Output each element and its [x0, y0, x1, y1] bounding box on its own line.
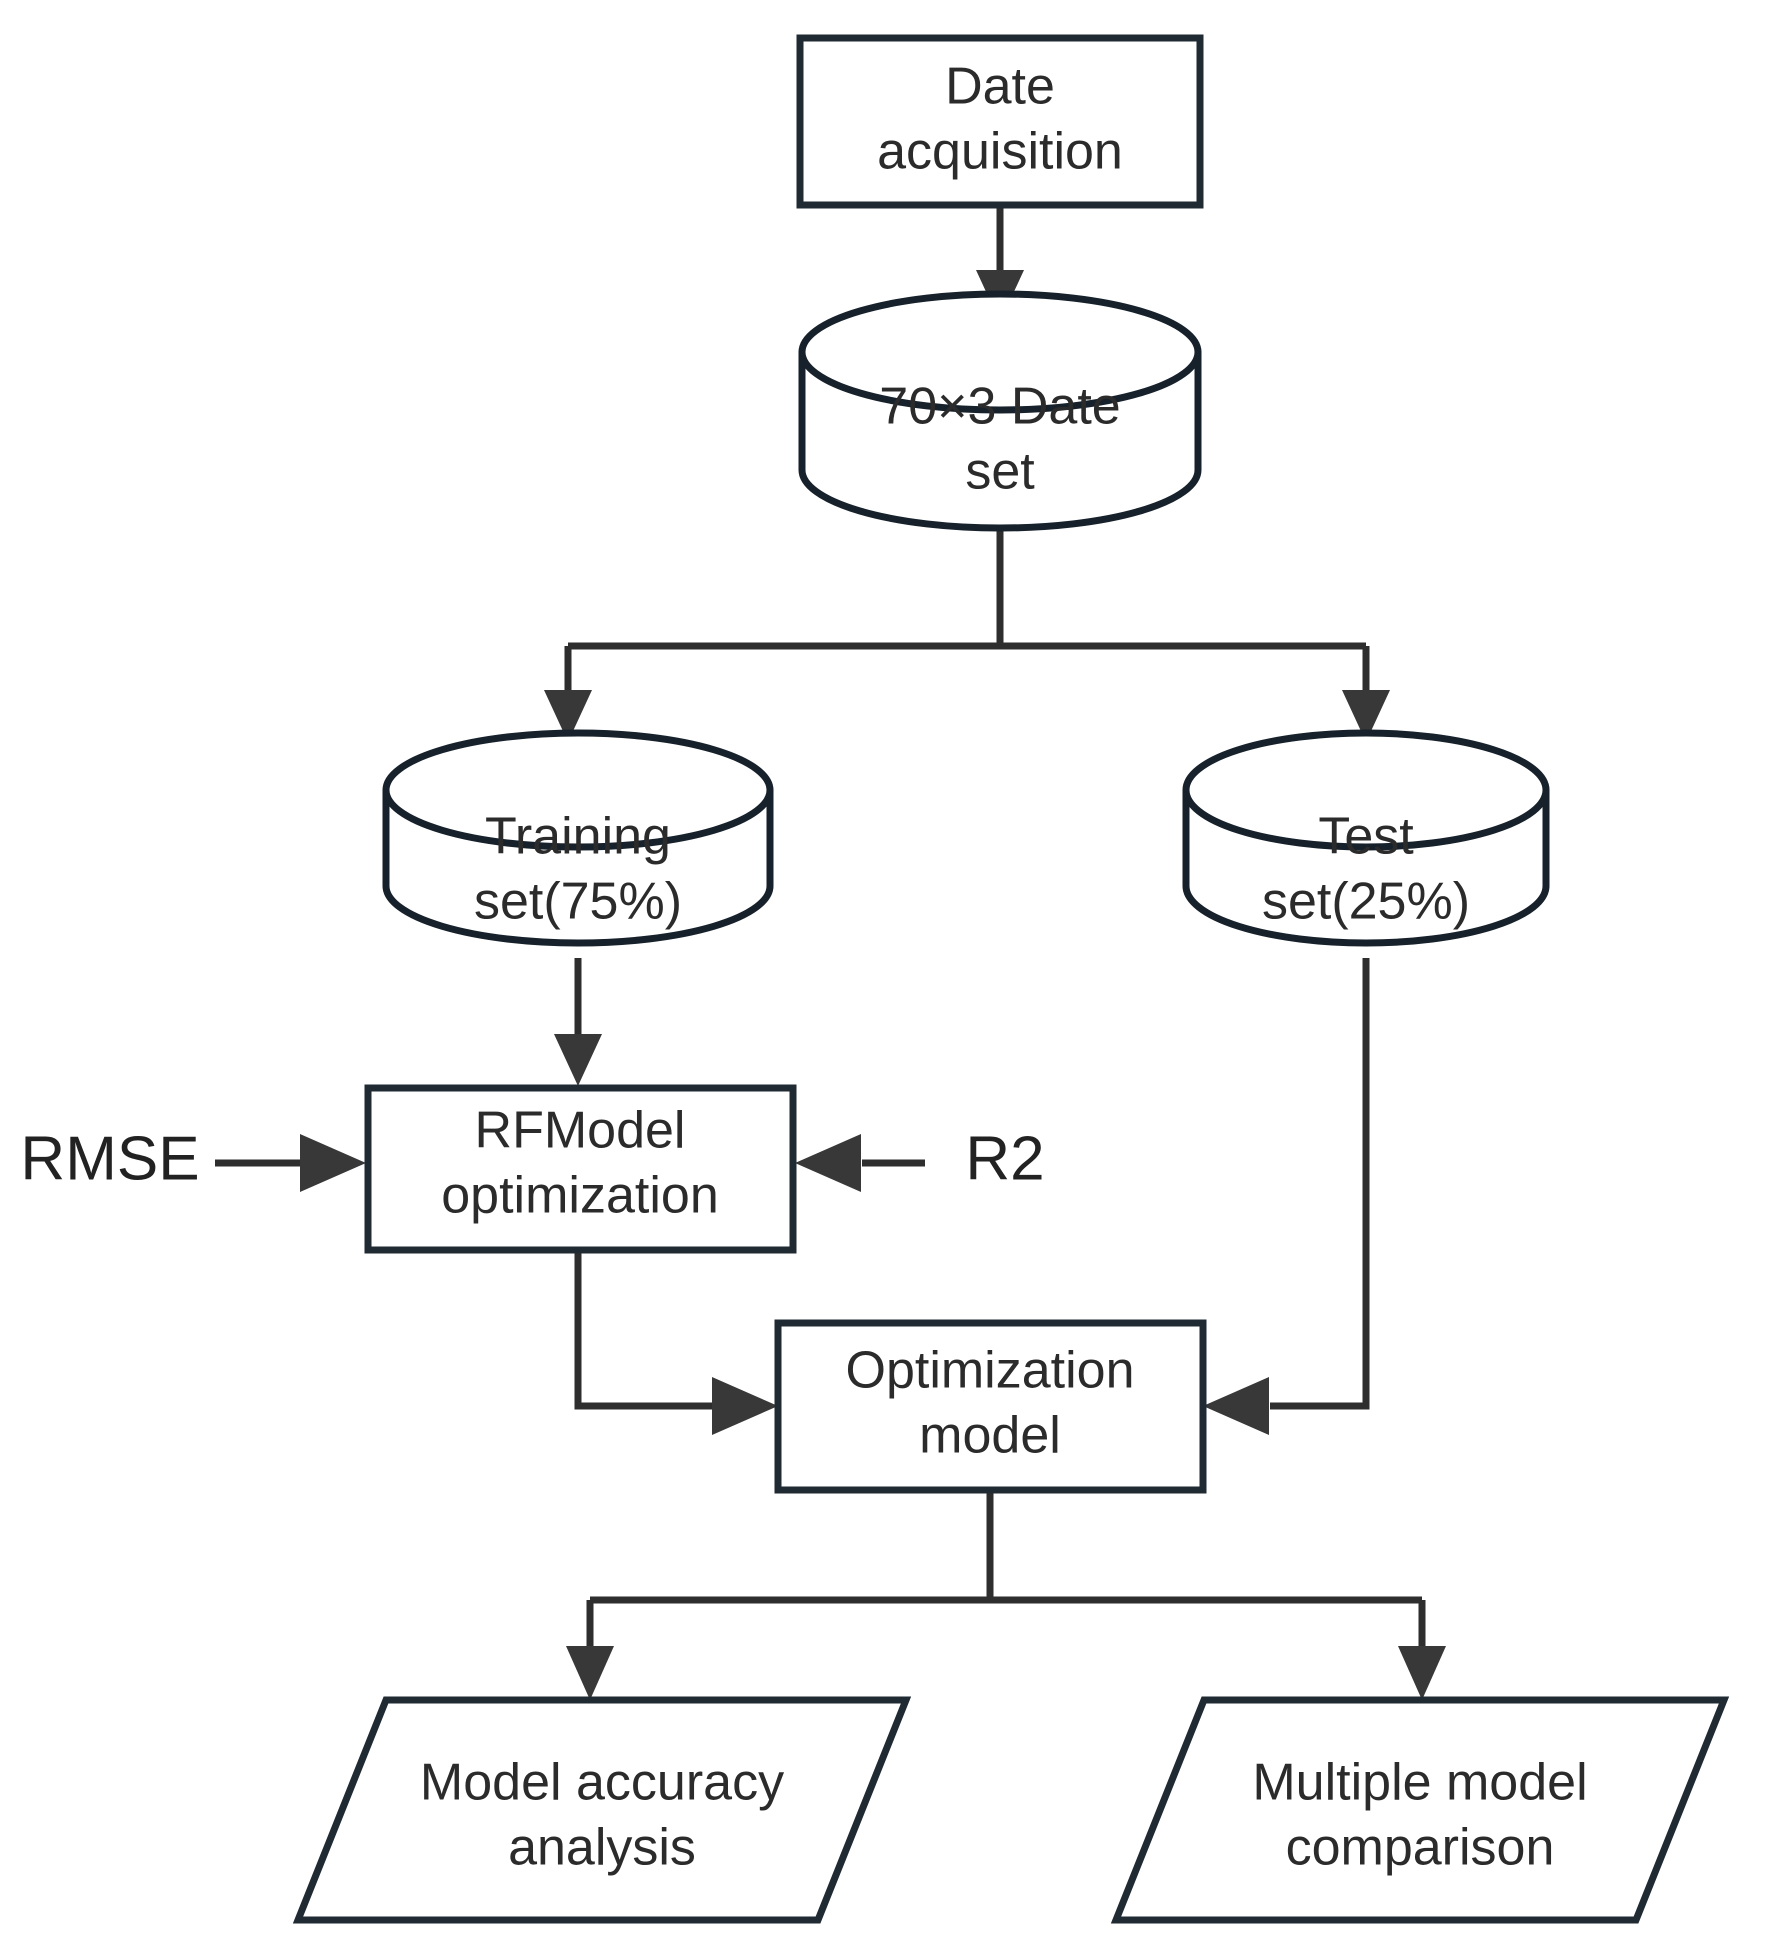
node-accuracy-analysis-line2: analysis [508, 1819, 696, 1877]
node-test-set-line1: Test [1318, 808, 1414, 866]
edge-dataset-to-test [1342, 690, 1390, 742]
node-accuracy-analysis-line1: Model accuracy [420, 1754, 784, 1812]
connector-layer [215, 205, 1446, 1700]
edge-dataset-split [564, 528, 1370, 694]
edge-optimization-split [586, 1490, 1426, 1650]
label-r2: R2 [965, 1124, 1044, 1193]
node-training-set-line1: Training [485, 808, 671, 866]
node-test-set-line2: set(25%) [1262, 873, 1470, 931]
node-model-comparison-line2: comparison [1286, 1819, 1555, 1877]
node-test-set[interactable]: Test set(25%) [1182, 729, 1550, 947]
node-model-comparison[interactable]: Multiple model comparison [1110, 1696, 1730, 1924]
node-model-comparison-line1: Multiple model [1252, 1754, 1587, 1812]
node-rf-model-line1: RFModel [475, 1102, 686, 1160]
node-dataset-line1: 70×3 Date [879, 378, 1120, 436]
node-training-set[interactable]: Training set(75%) [382, 729, 774, 947]
node-accuracy-analysis[interactable]: Model accuracy analysis [292, 1696, 912, 1924]
node-dataset[interactable]: 70×3 Date set [798, 290, 1202, 532]
node-data-acquisition-line2: acquisition [877, 123, 1123, 181]
edge-optimization-to-accuracy [566, 1646, 614, 1700]
edge-optimization-to-comparison [1398, 1646, 1446, 1700]
edge-training-to-rfmodel [554, 958, 602, 1086]
node-training-set-line2: set(75%) [474, 873, 682, 931]
edge-test-to-optimization [1203, 958, 1370, 1435]
node-rf-model-line2: optimization [441, 1167, 718, 1225]
edge-r2-to-rfmodel [795, 1134, 925, 1192]
node-rf-model[interactable]: RFModel optimization [364, 1084, 797, 1254]
node-data-acquisition-line1: Date [945, 58, 1055, 116]
node-optimization-model-line1: Optimization [846, 1342, 1135, 1400]
node-optimization-model[interactable]: Optimization model [774, 1319, 1207, 1494]
edge-rfmodel-to-optimization [574, 1250, 778, 1435]
edge-rmse-to-rfmodel [215, 1134, 366, 1192]
node-dataset-line2: set [965, 443, 1035, 501]
node-optimization-model-line2: model [919, 1407, 1061, 1465]
node-data-acquisition[interactable]: Date acquisition [796, 34, 1204, 209]
edge-dataset-to-training [544, 690, 592, 742]
label-rmse: RMSE [20, 1124, 199, 1193]
